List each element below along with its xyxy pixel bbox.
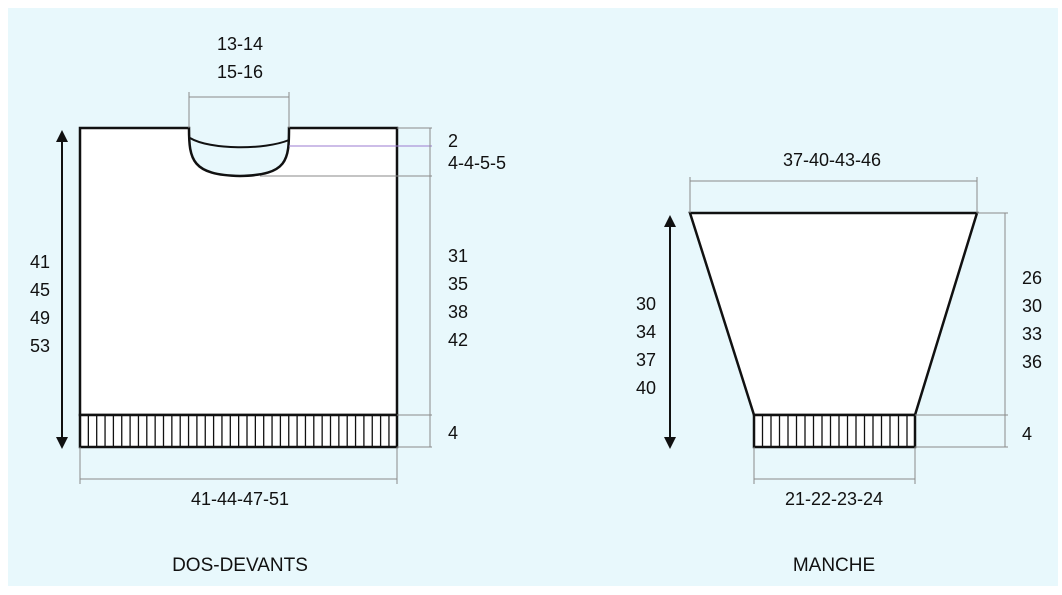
total-height-label: 45 — [30, 280, 50, 300]
front-back-outline — [78, 126, 399, 417]
neck-width-label: 15-16 — [217, 62, 263, 82]
sleeve-caption: MANCHE — [793, 555, 875, 576]
front-back-caption: DOS-DEVANTS — [172, 555, 308, 576]
front-back-piece: 13-14 15-16 2 4-4-5-5 31 35 38 42 4 41 4… — [30, 34, 506, 576]
sleeve-piece: 37-40-43-46 26 30 33 36 4 30 34 37 40 21… — [636, 150, 1042, 576]
total-height-label: 37 — [636, 350, 656, 370]
body-height-label: 42 — [448, 330, 468, 350]
total-height-label: 40 — [636, 378, 656, 398]
ribbing-lines — [761, 416, 908, 446]
total-height-label: 30 — [636, 294, 656, 314]
body-height-label: 31 — [448, 246, 468, 266]
total-height-label: 49 — [30, 308, 50, 328]
body-height-label: 33 — [1022, 324, 1042, 344]
total-height-label: 53 — [30, 336, 50, 356]
body-height-label: 30 — [1022, 296, 1042, 316]
bottom-width-label: 41-44-47-51 — [191, 489, 289, 509]
body-height-label: 38 — [448, 302, 468, 322]
ribbing-lines — [87, 416, 390, 446]
neck-shallow-curve — [189, 137, 290, 149]
neck-depth-label: 4-4-5-5 — [448, 153, 506, 173]
sleeve-ribbing — [752, 413, 917, 449]
rib-height-label: 4 — [1022, 424, 1032, 444]
neck-depth-label: 2 — [448, 131, 458, 151]
bottom-width-label: 21-22-23-24 — [785, 489, 883, 509]
total-height-label: 41 — [30, 252, 50, 272]
body-height-label: 36 — [1022, 352, 1042, 372]
rib-height-label: 4 — [448, 423, 458, 443]
neck-width-label: 13-14 — [217, 34, 263, 54]
total-height-label: 34 — [636, 322, 656, 342]
top-width-label: 37-40-43-46 — [783, 150, 881, 170]
body-height-label: 26 — [1022, 268, 1042, 288]
body-height-label: 35 — [448, 274, 468, 294]
